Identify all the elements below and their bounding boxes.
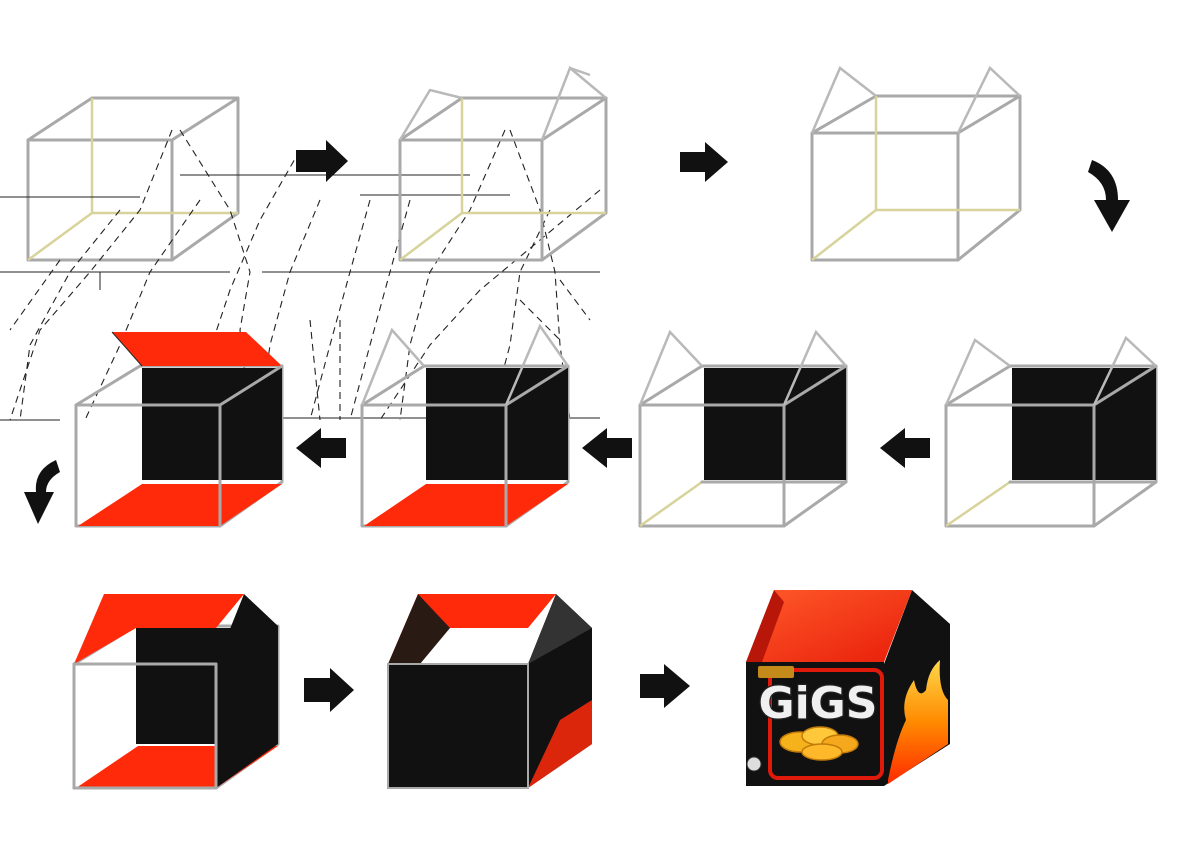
step-3-wireframe-folded — [810, 65, 1022, 262]
arrow-down-curve-icon — [1088, 160, 1130, 232]
arrow-down-curve-icon — [24, 460, 60, 524]
arrow-right-icon — [640, 664, 690, 708]
arrow-left-icon — [880, 428, 930, 468]
step-5-back-panel — [638, 329, 848, 528]
quality-seal-icon — [746, 756, 762, 772]
step-1-wireframe-box — [26, 96, 240, 262]
arrow-right-icon — [296, 140, 348, 182]
step-2-wireframe-gussets — [398, 65, 608, 262]
step-9-closed-box — [387, 594, 592, 789]
chips-graphic — [779, 726, 859, 761]
step-6-bottom-red — [360, 323, 570, 528]
flame-graphic — [888, 660, 948, 784]
step-4-back-panel — [944, 335, 1158, 528]
step-10-finished-package: GiGS — [746, 590, 950, 786]
brand-logo: GiGS — [758, 678, 877, 729]
arrow-left-icon — [582, 428, 632, 468]
step-7-top-bottom-red — [74, 331, 284, 528]
arrow-right-icon — [680, 142, 728, 182]
arrow-right-icon — [304, 668, 354, 712]
arrow-left-icon — [296, 428, 346, 468]
roof-panel — [746, 590, 912, 662]
step-8-roof-red — [72, 594, 280, 790]
